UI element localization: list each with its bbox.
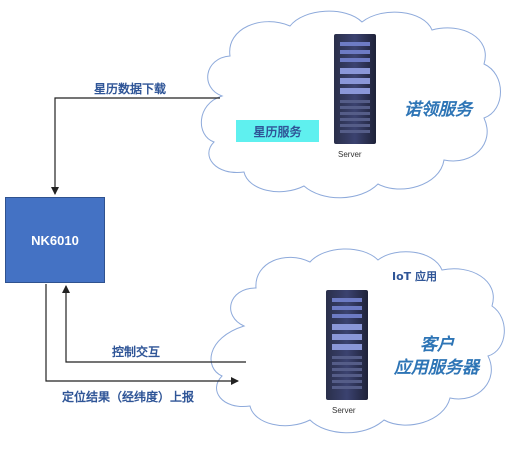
bottom-server-icon bbox=[326, 290, 368, 400]
top-cloud-title: 诺领服务 bbox=[404, 100, 472, 120]
bottom-server-caption: Server bbox=[332, 406, 356, 415]
ephemeris-service-tag: 星历服务 bbox=[236, 120, 319, 142]
ephemeris-service-label: 星历服务 bbox=[253, 124, 302, 139]
bottom-cloud-title-line1: 客户 bbox=[420, 335, 454, 355]
arrow-ephemeris-download bbox=[51, 97, 220, 195]
ephemeris-download-label: 星历数据下载 bbox=[94, 82, 167, 96]
top-server-caption: Server bbox=[338, 150, 362, 159]
bottom-cloud-title-line2: 应用服务器 bbox=[394, 358, 479, 378]
control-interaction-label: 控制交互 bbox=[112, 345, 161, 359]
arrow-position-report bbox=[45, 284, 239, 385]
device-name: NK6010 bbox=[31, 232, 79, 248]
top-server-icon bbox=[334, 34, 376, 144]
device-box: NK6010 bbox=[5, 197, 105, 283]
iot-app-label: IoT 应用 bbox=[392, 270, 437, 283]
arrow-control-interaction bbox=[62, 285, 246, 363]
position-report-label: 定位结果（经纬度）上报 bbox=[62, 390, 195, 404]
